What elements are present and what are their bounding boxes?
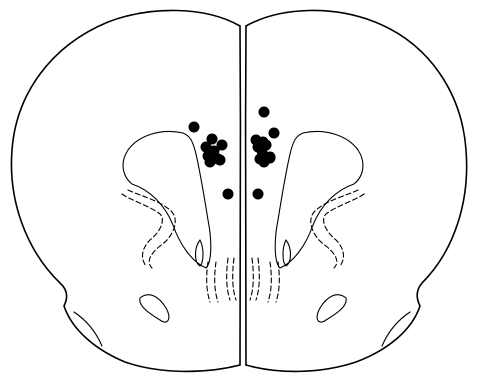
injection-site-dot (253, 189, 264, 200)
injection-site-dot (269, 128, 280, 139)
injection-site-dot (259, 157, 270, 168)
right-ventricle-outline (275, 132, 363, 268)
right-ventral-structure (317, 295, 346, 322)
injection-site-dot (259, 107, 270, 118)
right-anterior-commissure-2 (250, 258, 259, 300)
left-anterior-commissure (207, 262, 218, 302)
right-small-loop (283, 240, 291, 266)
left-ventral-structure (140, 295, 169, 322)
right-internal-structures (250, 132, 410, 346)
midline (240, 26, 246, 365)
injection-site-dot (205, 157, 216, 168)
right-anterior-commissure (268, 262, 279, 302)
injection-site-dot (223, 189, 234, 200)
left-ventricle-outline (123, 132, 211, 268)
injection-site-dot (189, 122, 200, 133)
left-hemisphere-outline (11, 10, 240, 371)
left-anterior-commissure-2 (227, 258, 236, 300)
injection-site-dot (215, 155, 226, 166)
right-dashed-boundary-inner (324, 194, 364, 266)
injection-site-dot (258, 137, 269, 148)
brain-outline (11, 10, 466, 371)
left-dashed-boundary-inner (122, 194, 162, 266)
left-dashed-boundary (128, 190, 175, 268)
left-small-loop (196, 240, 204, 266)
right-dashed-boundary (311, 190, 358, 268)
